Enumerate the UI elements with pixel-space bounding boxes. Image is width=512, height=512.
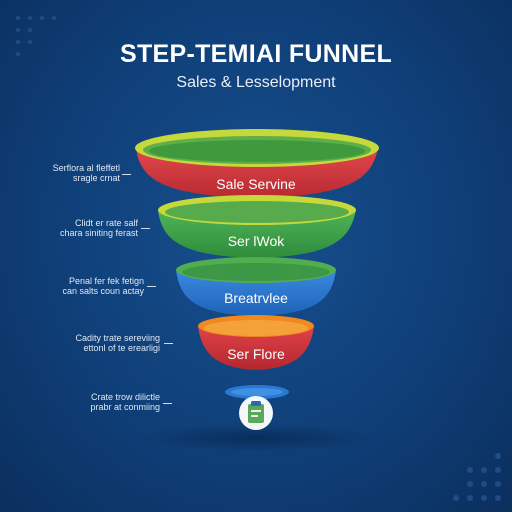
tier-label-2: Ser lWok xyxy=(227,233,285,249)
note-connector-3 xyxy=(147,286,156,287)
tier-note-4: Cadity trate sereviing ettonl of te erea… xyxy=(75,333,160,353)
page-title: STEP-TEMIAI FUNNEL xyxy=(119,40,393,68)
bottom-note: Crate trow dilictle prabr at conmiing xyxy=(90,392,160,412)
clipboard-icon xyxy=(239,396,273,430)
note-connector-4 xyxy=(164,343,173,344)
funnel-tip xyxy=(225,385,289,399)
funnel-tier-2 xyxy=(158,195,356,258)
note-connector-1 xyxy=(122,174,131,175)
tier-note-3: Penal fer fek fetign can salts coun acta… xyxy=(62,276,144,296)
tier-label-1: Sale Servine xyxy=(216,176,296,192)
funnel-shadow xyxy=(136,424,376,452)
tier-label-3: Breatrvlee xyxy=(224,290,288,306)
tier-note-2: Clidt er rate salf chara siniting ferast xyxy=(59,218,138,238)
funnel-tier-3 xyxy=(176,257,336,316)
note-connector-2 xyxy=(141,228,150,229)
tier-label-4: Ser Flore xyxy=(227,346,285,362)
page-subtitle: Sales & Lesselopment xyxy=(176,74,336,91)
funnel-tier-1 xyxy=(135,129,379,198)
note-connector-5 xyxy=(163,403,172,404)
funnel-tier-4 xyxy=(198,315,314,370)
tier-note-1: Serflora al fleffetl sragle crnat xyxy=(52,163,120,183)
